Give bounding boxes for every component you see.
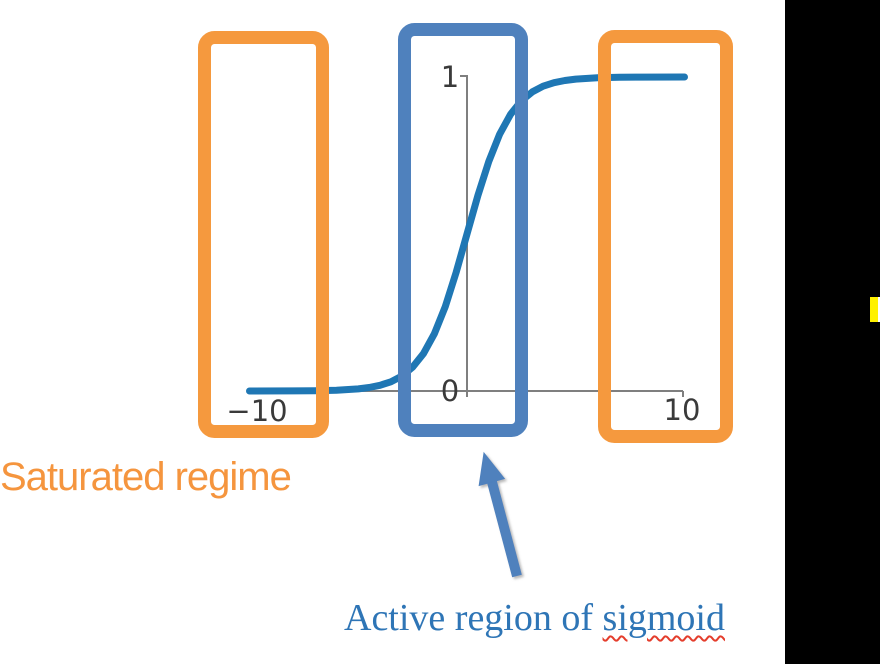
active-region-label-prefix: Active region of xyxy=(344,597,603,639)
highlight-marker xyxy=(870,297,878,322)
saturated-regime-label: Saturated regime xyxy=(0,455,292,499)
side-panel-black xyxy=(785,0,880,664)
annotation-arrow xyxy=(478,451,522,578)
x-tick-label-minus10: −10 xyxy=(226,394,287,428)
x-tick-label-10: 10 xyxy=(664,393,701,427)
box-saturated-left xyxy=(198,31,329,438)
y-tick-label-1: 1 xyxy=(441,60,459,94)
highlight-marker-edge xyxy=(877,297,880,322)
sigmoid-curve xyxy=(246,73,688,395)
box-active xyxy=(398,23,528,437)
active-region-label: Active region of sigmoid xyxy=(344,599,725,637)
arrow-head xyxy=(478,451,506,487)
arrow-shaft xyxy=(487,480,522,578)
x-tick-label-0: 0 xyxy=(441,374,459,408)
box-saturated-right xyxy=(598,30,733,443)
active-region-label-word-sigmoid: sigmoid xyxy=(602,597,725,639)
